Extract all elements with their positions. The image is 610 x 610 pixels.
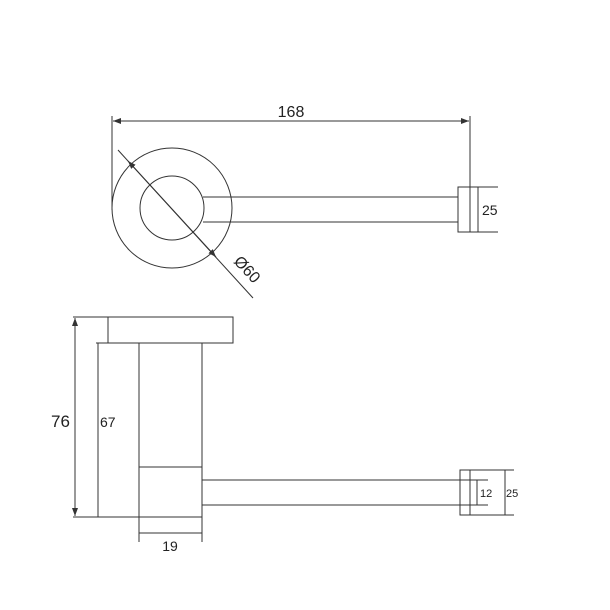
end-cap [457,186,471,233]
top-view: 168 25 Ø60 [111,104,498,299]
side-view: 76 67 19 12 25 [51,316,518,554]
end-cap [459,469,471,516]
diameter-label: Ø60 [230,253,263,287]
length-dimension-label: 168 [278,104,305,121]
column-width-label: 19 [162,538,178,554]
total-height-label: 76 [51,412,70,431]
flange-inner-circle [139,175,205,241]
arm-height-label: 12 [480,488,492,500]
end-height-label: 25 [482,202,498,218]
end-height-label: 25 [506,488,518,500]
column [138,342,203,518]
arm [202,479,460,506]
flange-outer-circle [111,147,233,269]
arm-top [203,196,458,223]
wall-plate [107,316,234,344]
column-height-label: 67 [100,414,116,430]
